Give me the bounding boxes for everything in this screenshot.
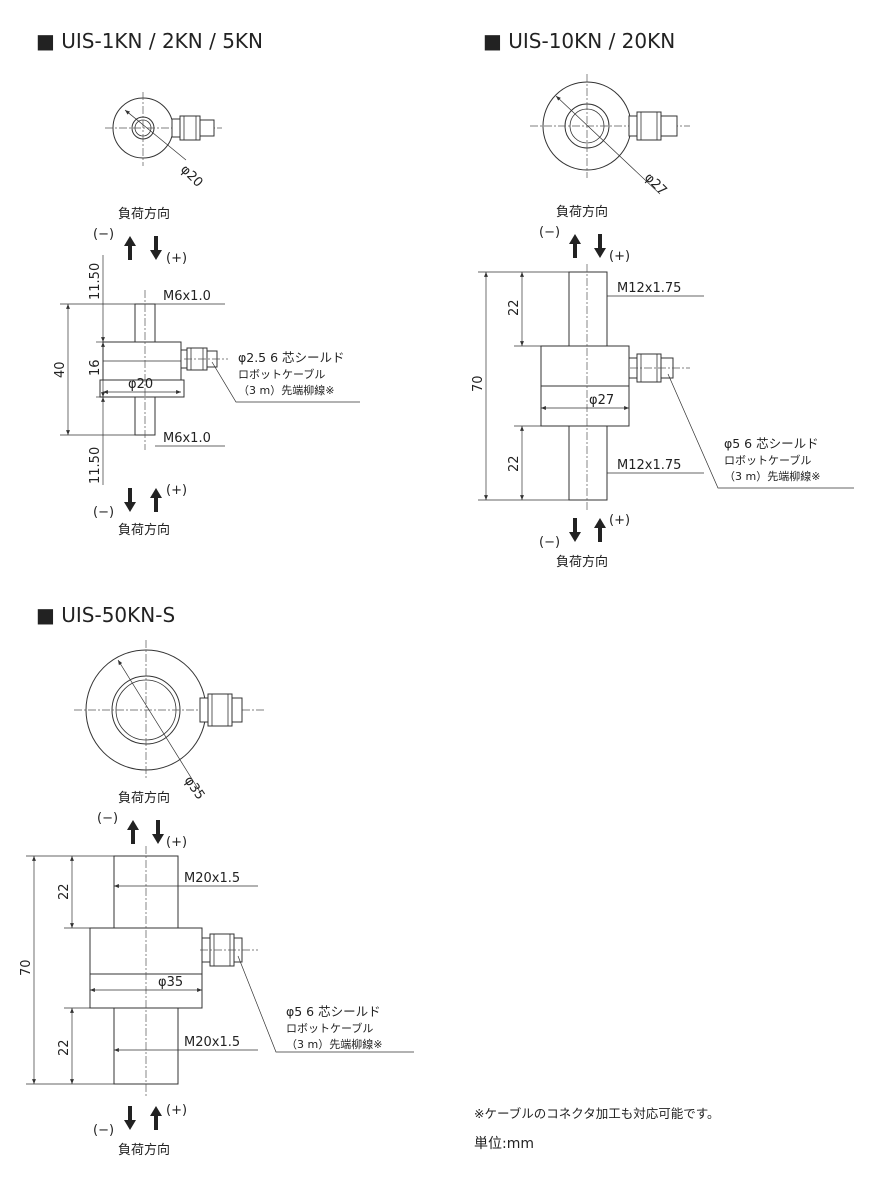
- connector-base: [199, 697, 209, 723]
- plus-sign-bottom: (+): [166, 483, 187, 498]
- arrow-up-icon: [594, 518, 606, 542]
- arrow-up-icon: [569, 234, 581, 258]
- top-view: φ20: [105, 92, 222, 191]
- arrow-down-icon: [594, 234, 606, 258]
- connector-end: [231, 697, 243, 723]
- load-direction-top: 負荷方向: [556, 204, 608, 220]
- section-uis-50kn-s: ■ UIS-50KN-S φ35 負荷方向 (−) (+): [19, 603, 414, 1158]
- thread-bottom-label: M12x1.75: [617, 458, 681, 473]
- body-diameter-label: φ27: [589, 393, 614, 408]
- footer-note: ※ケーブルのコネクタ加工も対応可能です。: [474, 1106, 719, 1121]
- section-uis-1kn: ■ UIS-1KN / 2KN / 5KN φ20 負荷方向 (−) (+): [36, 29, 360, 538]
- connector-end: [660, 115, 678, 137]
- load-direction-top: 負荷方向: [118, 206, 170, 222]
- dim-total: 70: [471, 375, 486, 392]
- arrow-up-icon: [124, 236, 136, 260]
- minus-sign-bottom: (−): [93, 1123, 114, 1138]
- plus-sign-top: (+): [609, 249, 630, 264]
- side-view: M12x1.75 M12x1.75 φ27 70 22 22 φ5 6 芯シール…: [471, 264, 854, 512]
- cable-spec-line2: ロボットケーブル: [238, 367, 325, 381]
- thread-bottom-label: M6x1.0: [163, 431, 211, 446]
- top-diameter-label: φ35: [181, 774, 208, 803]
- dim-thread-bottom: 22: [507, 455, 522, 472]
- dim-thread-top: 22: [507, 299, 522, 316]
- arrow-down-icon: [150, 236, 162, 260]
- thread-top-label: M20x1.5: [184, 871, 240, 886]
- load-direction-top: 負荷方向: [118, 790, 170, 806]
- connector-nut: [179, 115, 201, 141]
- unit-label: 単位:mm: [474, 1136, 534, 1152]
- cable-spec-line2: ロボットケーブル: [286, 1021, 373, 1035]
- cable-spec-line3: （3 m）先端柳線※: [238, 383, 334, 397]
- connector-base: [628, 115, 638, 137]
- minus-sign-top: (−): [539, 225, 560, 240]
- dim-thread-bottom: 22: [57, 1039, 72, 1056]
- arrow-down-icon: [569, 518, 581, 542]
- body-diameter-label: φ35: [158, 975, 183, 990]
- top-diameter-label: φ27: [641, 170, 669, 198]
- cable-spec-line1: φ2.5 6 芯シールド: [238, 350, 345, 365]
- section-title: ■ UIS-10KN / 20KN: [483, 29, 675, 53]
- top-diameter-label: φ20: [177, 162, 205, 190]
- body-diameter-label: φ20: [128, 377, 153, 392]
- cable-leader: [237, 955, 414, 1053]
- thread-top: [568, 271, 608, 347]
- connector-base: [171, 118, 181, 138]
- minus-sign-bottom: (−): [93, 505, 114, 520]
- sensor-base: [540, 385, 630, 427]
- plus-sign-bottom: (+): [166, 1103, 187, 1118]
- arrow-up-icon: [150, 1106, 162, 1130]
- connector-end: [199, 119, 215, 137]
- section-title: ■ UIS-1KN / 2KN / 5KN: [36, 29, 263, 53]
- minus-sign-top: (−): [97, 811, 118, 826]
- dim-body: 16: [88, 359, 103, 376]
- minus-sign-bottom: (−): [539, 535, 560, 550]
- arrow-down-icon: [152, 820, 164, 844]
- top-view: φ35: [74, 640, 266, 803]
- cable-spec-line1: φ5 6 芯シールド: [286, 1004, 381, 1019]
- cable-leader: [667, 373, 854, 489]
- top-view: φ27: [530, 74, 690, 199]
- dim-total: 70: [19, 959, 34, 976]
- arrow-up-icon: [127, 820, 139, 844]
- plus-sign-top: (+): [166, 835, 187, 850]
- cable-spec-line1: φ5 6 芯シールド: [724, 436, 819, 451]
- diameter-leader: [124, 109, 187, 161]
- thread-bottom: [568, 425, 608, 501]
- thread-top-label: M6x1.0: [163, 289, 211, 304]
- cable-spec-line3: （3 m）先端柳線※: [724, 469, 820, 483]
- plus-sign-top: (+): [166, 251, 187, 266]
- cable-spec-line2: ロボットケーブル: [724, 453, 811, 467]
- load-direction-bottom: 負荷方向: [118, 522, 170, 538]
- thread-bottom-label: M20x1.5: [184, 1035, 240, 1050]
- plus-sign-bottom: (+): [609, 513, 630, 528]
- dim-total: 40: [53, 361, 68, 378]
- side-view: M20x1.5 M20x1.5 φ35 70 22 22 φ5 6 芯シールド …: [19, 846, 414, 1096]
- section-title: ■ UIS-50KN-S: [36, 603, 175, 627]
- sensor-body: [540, 345, 630, 387]
- dim-thread-bottom: 11.50: [88, 447, 103, 484]
- arrow-down-icon: [124, 1106, 136, 1130]
- cable-spec-line3: （3 m）先端柳線※: [286, 1037, 382, 1051]
- thread-top-label: M12x1.75: [617, 281, 681, 296]
- load-direction-bottom: 負荷方向: [556, 554, 608, 570]
- dim-thread-top: 22: [57, 883, 72, 900]
- dim-thread-top: 11.50: [88, 263, 103, 300]
- cable-leader: [211, 361, 360, 403]
- arrow-up-icon: [150, 488, 162, 512]
- load-direction-bottom: 負荷方向: [118, 1142, 170, 1158]
- minus-sign-top: (−): [93, 227, 114, 242]
- section-uis-10kn: ■ UIS-10KN / 20KN φ27 負荷方向 (−) (+): [471, 29, 854, 570]
- side-view: M6x1.0 M6x1.0 φ20 40 16 11.50 11.50 φ2.5…: [53, 255, 360, 485]
- arrow-down-icon: [124, 488, 136, 512]
